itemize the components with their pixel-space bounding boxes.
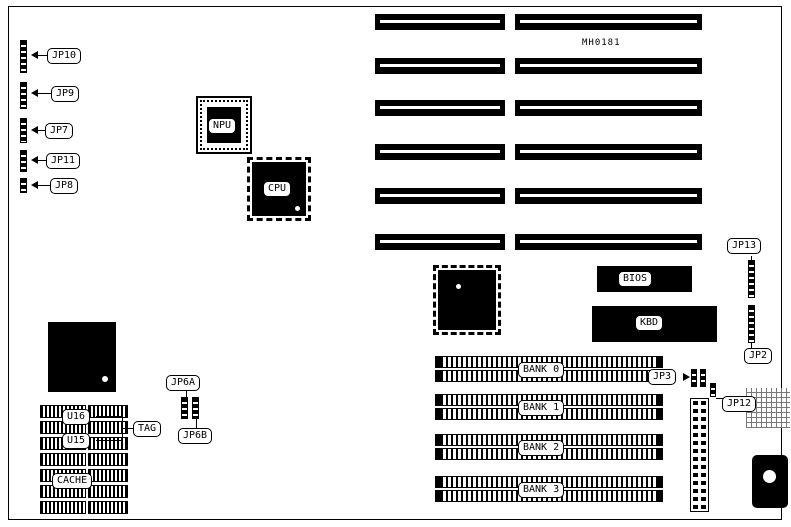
jp6a-label: JP6A — [166, 375, 201, 391]
jp7-arrowhead-icon — [27, 126, 38, 134]
isa-slot-4-right — [515, 144, 702, 160]
jp6a-pointer-line — [186, 391, 187, 397]
sram-dip-r5c2 — [88, 469, 128, 482]
jp13-pins — [748, 260, 755, 298]
bank0-label: BANK 0 — [518, 362, 565, 378]
tag-pointer-line — [122, 428, 133, 429]
sram-dip-r4c1 — [40, 453, 86, 466]
sram-dip-r7c1 — [40, 501, 86, 514]
jp11-label: JP11 — [46, 153, 81, 169]
cache-controller-pin1-dot — [102, 376, 108, 382]
isa-slot-5-left — [375, 188, 505, 204]
cpu-label: CPU — [263, 181, 292, 197]
keyboard-din-connector — [752, 455, 788, 508]
bios-label: BIOS — [618, 271, 653, 287]
jp13-pointer-line — [751, 256, 752, 260]
jp2-pointer-line — [751, 343, 752, 348]
jp8-arrowhead-icon — [27, 181, 38, 189]
jp3-arrowhead-icon — [683, 373, 694, 381]
u16-label: U16 — [62, 409, 91, 425]
jp2-label: JP2 — [744, 348, 773, 364]
u15-label: U15 — [62, 433, 91, 449]
jp7-label: JP7 — [45, 123, 74, 139]
tag-bracket-line-top — [96, 416, 122, 417]
jp7-pins — [20, 118, 27, 143]
jp8-pointer-line — [33, 185, 50, 186]
sram-dip-r7c2 — [88, 501, 128, 514]
sram-dip-r2c2 — [88, 421, 128, 434]
jp11-arrowhead-icon — [27, 156, 38, 164]
sram-dip-r6c2 — [88, 485, 128, 498]
board-part-number: MH0181 — [582, 38, 621, 48]
jp6b-pointer-line — [196, 419, 197, 428]
jp9-pins — [20, 82, 27, 109]
power-connector — [690, 398, 709, 512]
npu-label: NPU — [208, 118, 237, 134]
jp9-arrowhead-icon — [27, 89, 38, 97]
jp11-pointer-line — [33, 160, 46, 161]
sram-dip-r4c2 — [88, 453, 128, 466]
chipset-pin1-dot — [456, 284, 461, 289]
jp12-pointer-line — [716, 398, 724, 399]
jp6b-label: JP6B — [178, 428, 213, 444]
jp3-pins-b — [700, 369, 706, 387]
isa-slot-4-left — [375, 144, 505, 160]
tag-bracket-line-bottom — [96, 440, 122, 441]
jp6b-pins — [192, 397, 199, 419]
jp12-label: JP12 — [722, 396, 757, 412]
isa-slot-6-right — [515, 234, 702, 250]
jp2-pins — [748, 305, 755, 343]
jp9-label: JP9 — [51, 86, 80, 102]
isa-slot-3-right — [515, 100, 702, 116]
jp8-label: JP8 — [50, 178, 79, 194]
jp9-pointer-line — [33, 93, 51, 94]
cache-label: CACHE — [52, 473, 93, 489]
jp10-arrowhead-icon — [27, 51, 38, 59]
jp12-pins — [710, 383, 716, 397]
jp10-pins — [20, 40, 27, 73]
jp7-pointer-line — [33, 130, 45, 131]
bank3-label: BANK 3 — [518, 482, 565, 498]
isa-slot-2-right — [515, 58, 702, 74]
bank2-label: BANK 2 — [518, 440, 565, 456]
kbd-label: KBD — [635, 315, 664, 331]
jp13-label: JP13 — [727, 238, 762, 254]
jp10-label: JP10 — [47, 48, 82, 64]
board-outline — [8, 6, 782, 520]
isa-slot-1-right — [515, 14, 702, 30]
jp6a-pins — [181, 397, 188, 419]
isa-slot-1-left — [375, 14, 505, 30]
jp10-pointer-line — [33, 55, 47, 56]
tag-label: TAG — [133, 421, 162, 437]
isa-slot-2-left — [375, 58, 505, 74]
bank1-label: BANK 1 — [518, 400, 565, 416]
isa-slot-5-right — [515, 188, 702, 204]
isa-slot-3-left — [375, 100, 505, 116]
chipset-chip — [433, 265, 501, 335]
cpu-pin1-dot — [295, 206, 300, 211]
jp11-pins — [20, 150, 27, 172]
jp3-label: JP3 — [648, 369, 677, 385]
isa-slot-6-left — [375, 234, 505, 250]
jp8-pins — [20, 178, 27, 193]
jp3-pins-a — [691, 369, 697, 387]
